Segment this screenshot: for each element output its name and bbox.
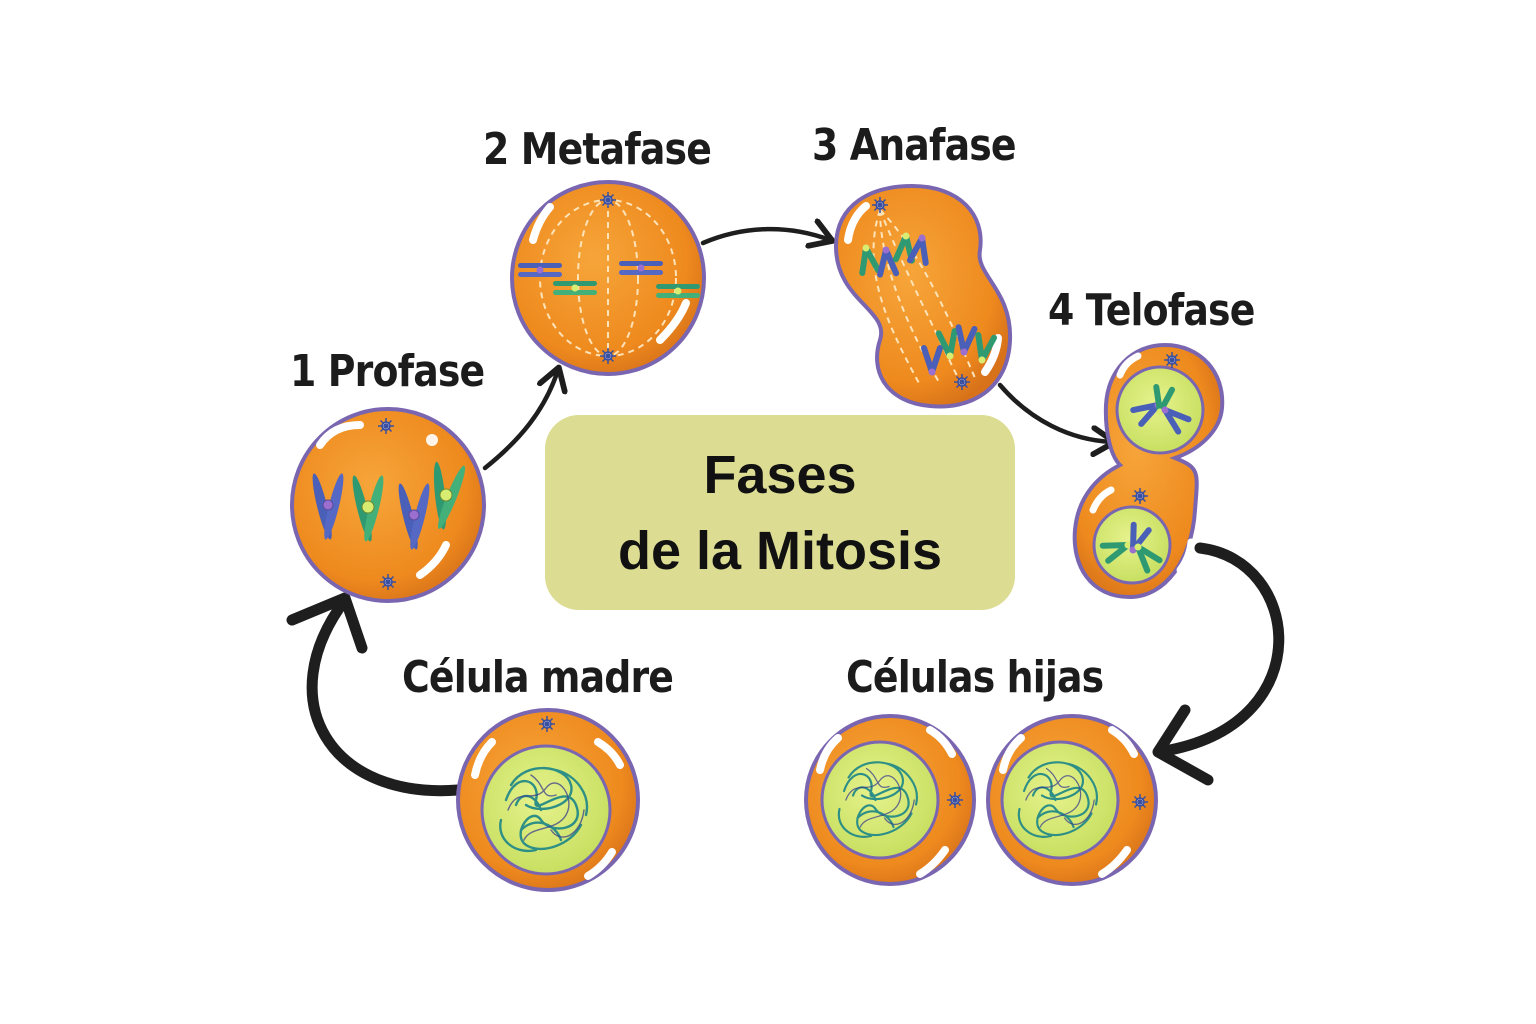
cell-hija-1 <box>804 714 976 886</box>
label-metafase: 2 Metafase <box>483 124 712 175</box>
arrow-madre-to-profase-head <box>286 592 368 654</box>
arrow-profase-to-metafase <box>482 370 558 471</box>
cell-hija-2 <box>986 714 1158 886</box>
arrow-metafase-to-anafase <box>700 229 830 243</box>
label-telofase: 4 Telofase <box>1048 285 1255 336</box>
arrow-anafase-to-telofase <box>997 382 1112 442</box>
arrow-madre-to-profase <box>306 594 464 797</box>
cell-metafase <box>510 180 706 376</box>
label-anafase: 3 Anafase <box>812 120 1017 171</box>
label-celula-madre: Célula madre <box>402 652 674 703</box>
cell-anafase <box>833 183 1013 409</box>
cell-telofase <box>1072 342 1225 600</box>
title-box: Fases de la Mitosis <box>545 415 1015 610</box>
arrow-telofase-to-hijas <box>1164 542 1285 756</box>
title-line-1: Fases <box>703 444 857 505</box>
title-line-2: de la Mitosis <box>617 520 943 581</box>
cell-madre <box>456 708 640 892</box>
cell-profase <box>290 407 486 603</box>
arrow-telofase-to-hijas-head <box>1152 704 1214 786</box>
label-profase: 1 Profase <box>290 346 485 397</box>
label-celulas-hijas: Células hijas <box>846 652 1104 703</box>
